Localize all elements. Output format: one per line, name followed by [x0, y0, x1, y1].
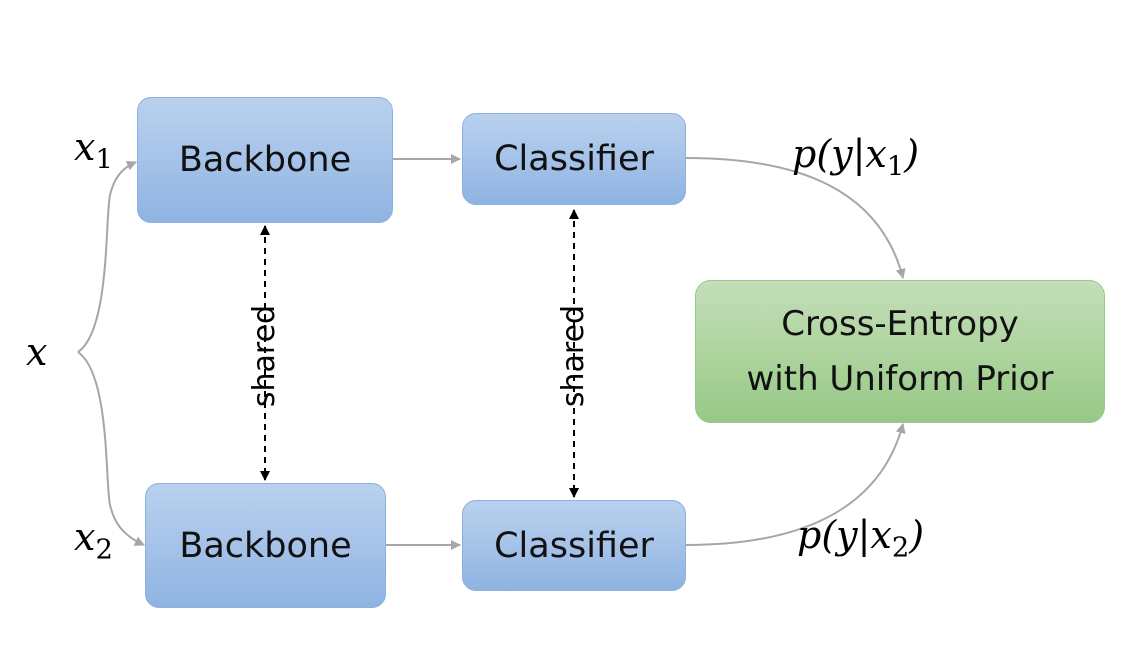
backbone-label-top: Backbone [178, 140, 352, 180]
classifier-box-top: Classifier [462, 113, 686, 205]
arrow-classifier-bottom-to-loss [685, 423, 906, 546]
backbone-box-bottom: Backbone [145, 483, 386, 608]
split-arrow-bottom [77, 351, 145, 546]
input-x-label: x [26, 330, 48, 374]
cross-entropy-line2: with Uniform Prior [746, 358, 1054, 399]
classifier-label-top: Classifier [494, 139, 654, 179]
shared-label-classifier: shared [556, 304, 591, 408]
backbone-box-top: Backbone [137, 97, 393, 223]
classifier-box-bottom: Classifier [462, 500, 686, 591]
input-x2-label: x2 [74, 515, 113, 566]
shared-label-backbone: shared [247, 304, 282, 408]
input-x1-label: x1 [74, 125, 113, 176]
arrow-classifier-top-to-loss [685, 157, 906, 279]
cross-entropy-box: Cross-Entropy with Uniform Prior [695, 280, 1105, 423]
split-arrow-top [77, 160, 137, 353]
classifier-label-bottom: Classifier [494, 525, 654, 566]
cross-entropy-line1: Cross-Entropy [781, 304, 1019, 345]
output-p2-label: p(y|x2) [797, 513, 925, 564]
backbone-label-bottom: Backbone [179, 525, 352, 566]
output-p1-label: p(y|x1) [792, 132, 920, 183]
